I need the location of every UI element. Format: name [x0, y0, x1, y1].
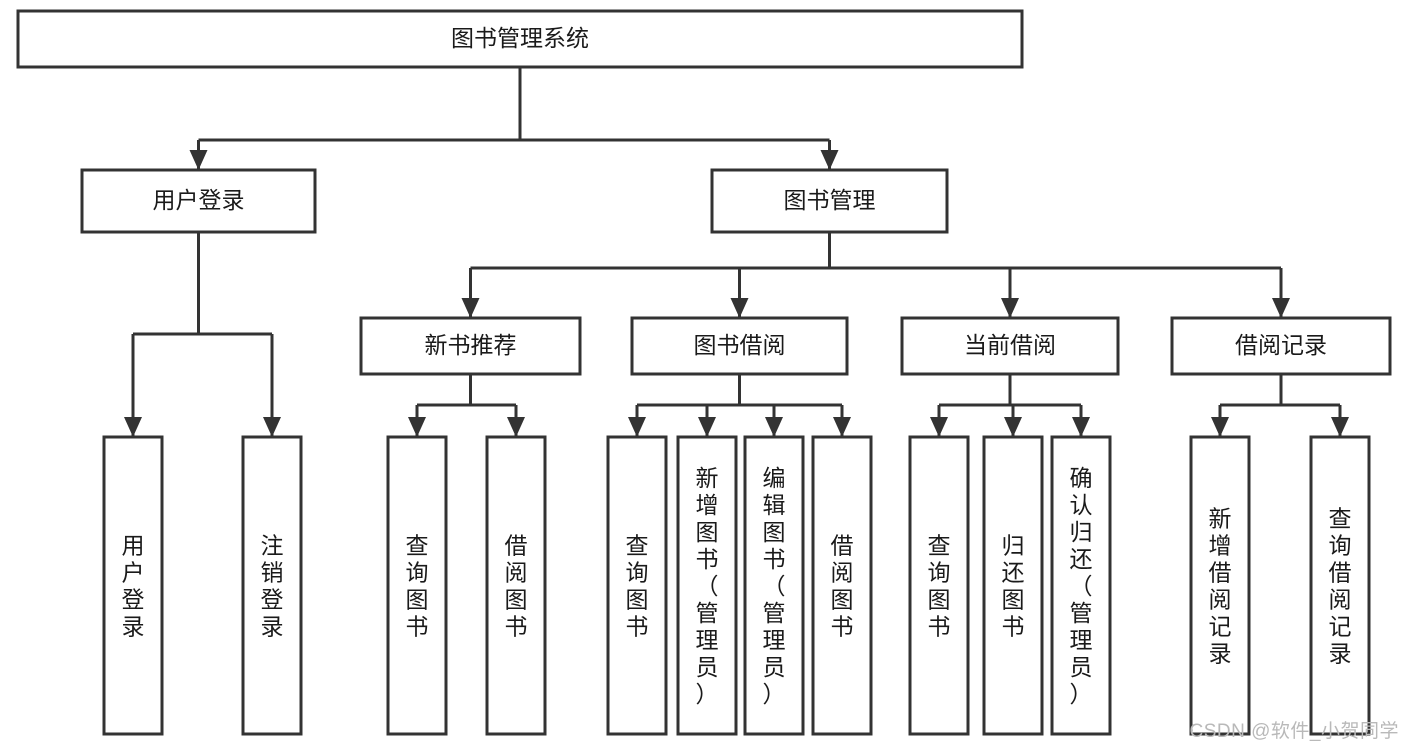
arrow-leaf-br-add-record	[1211, 417, 1229, 437]
node-label-vertical: 注销登录	[261, 533, 284, 640]
arrow-leaf-cb-query-book	[930, 417, 948, 437]
node-label-vertical: 借阅图书	[505, 533, 528, 640]
node-label-vertical: 查询图书	[406, 533, 429, 640]
node-borrow-record[interactable]: 借阅记录	[1170, 316, 1392, 376]
node-box	[982, 435, 1044, 736]
node-box	[1050, 435, 1112, 736]
node-box	[1309, 435, 1371, 736]
node-current-borrow[interactable]: 当前借阅	[900, 316, 1120, 376]
node-box	[811, 435, 873, 736]
node-box	[241, 435, 303, 736]
node-label: 图书管理系统	[451, 25, 589, 51]
node-leaf-bb-query-book[interactable]: 查询图书	[606, 435, 668, 736]
node-leaf-cb-query-book[interactable]: 查询图书	[908, 435, 970, 736]
node-label-vertical: 确认归还（管理员）	[1070, 465, 1093, 707]
node-box	[1189, 435, 1251, 736]
node-leaf-bb-edit-book[interactable]: 编辑图书（管理员）	[743, 435, 805, 736]
node-leaf-rec-query-book[interactable]: 查询图书	[386, 435, 448, 736]
arrow-leaf-bb-borrow-book	[833, 417, 851, 437]
arrow-leaf-bb-query-book	[628, 417, 646, 437]
node-label: 当前借阅	[964, 332, 1056, 358]
node-book-manage[interactable]: 图书管理	[710, 168, 949, 234]
arrow-leaf-cb-return-book	[1004, 417, 1022, 437]
node-label-vertical: 归还图书	[1002, 533, 1025, 640]
arrow-book-borrow	[730, 298, 749, 318]
node-label-vertical: 查询图书	[928, 533, 951, 640]
node-leaf-br-query-record[interactable]: 查询借阅记录	[1309, 435, 1371, 736]
arrow-user-login	[189, 150, 208, 170]
arrow-borrow-record	[1272, 298, 1290, 318]
node-box	[1170, 316, 1392, 376]
node-box	[908, 435, 970, 736]
node-leaf-rec-borrow-book[interactable]: 借阅图书	[485, 435, 547, 736]
node-label: 用户登录	[153, 187, 245, 213]
node-label-vertical: 新增图书（管理员）	[696, 465, 719, 707]
node-leaf-br-add-record[interactable]: 新增借阅记录	[1189, 435, 1251, 736]
node-label: 图书借阅	[694, 332, 786, 358]
node-label-vertical: 借阅图书	[831, 533, 854, 640]
node-leaf-bb-borrow-book[interactable]: 借阅图书	[811, 435, 873, 736]
node-leaf-cb-confirm-return[interactable]: 确认归还（管理员）	[1050, 435, 1112, 736]
node-box	[102, 435, 164, 736]
arrow-leaf-rec-borrow-book	[507, 417, 525, 437]
node-label-vertical: 查询借阅记录	[1329, 506, 1352, 667]
node-label: 图书管理	[784, 187, 876, 213]
arrow-leaf-cb-confirm-return	[1072, 417, 1090, 437]
node-leaf-bb-add-book[interactable]: 新增图书（管理员）	[676, 435, 738, 736]
node-box	[80, 168, 317, 234]
node-box	[16, 9, 1024, 69]
node-label-vertical: 用户登录	[122, 533, 145, 640]
arrow-current-borrow	[1001, 298, 1019, 318]
node-box	[386, 435, 448, 736]
node-user-login[interactable]: 用户登录	[80, 168, 317, 234]
node-box	[710, 168, 949, 234]
node-book-borrow[interactable]: 图书借阅	[630, 316, 849, 376]
watermark-label: CSDN @软件_小贺同学	[1189, 721, 1399, 742]
node-box	[485, 435, 547, 736]
node-label: 借阅记录	[1235, 332, 1327, 358]
node-leaf-logout[interactable]: 注销登录	[241, 435, 303, 736]
node-box	[743, 435, 805, 736]
node-leaf-cb-return-book[interactable]: 归还图书	[982, 435, 1044, 736]
node-leaf-user-login[interactable]: 用户登录	[102, 435, 164, 736]
node-label-vertical: 查询图书	[626, 533, 649, 640]
arrow-new-book-rec	[461, 298, 480, 318]
node-root[interactable]: 图书管理系统	[16, 9, 1024, 69]
node-box	[359, 316, 582, 376]
node-label-vertical: 编辑图书（管理员）	[763, 465, 786, 707]
nodes-layer: 图书管理系统用户登录图书管理新书推荐图书借阅当前借阅借阅记录用户登录注销登录查询…	[16, 9, 1392, 736]
arrow-leaf-bb-edit-book	[765, 417, 783, 437]
node-box	[630, 316, 849, 376]
node-new-book-rec[interactable]: 新书推荐	[359, 316, 582, 376]
node-box	[606, 435, 668, 736]
arrow-book-manage	[820, 150, 839, 170]
node-label-vertical: 新增借阅记录	[1209, 506, 1232, 667]
edges-layer	[124, 67, 1349, 437]
arrow-leaf-rec-query-book	[408, 417, 426, 437]
node-box	[676, 435, 738, 736]
node-label: 新书推荐	[425, 332, 517, 358]
arrow-leaf-br-query-record	[1331, 417, 1349, 437]
arrow-leaf-logout	[263, 417, 281, 437]
arrow-leaf-user-login	[124, 417, 142, 437]
arrow-leaf-bb-add-book	[698, 417, 716, 437]
node-box	[900, 316, 1120, 376]
